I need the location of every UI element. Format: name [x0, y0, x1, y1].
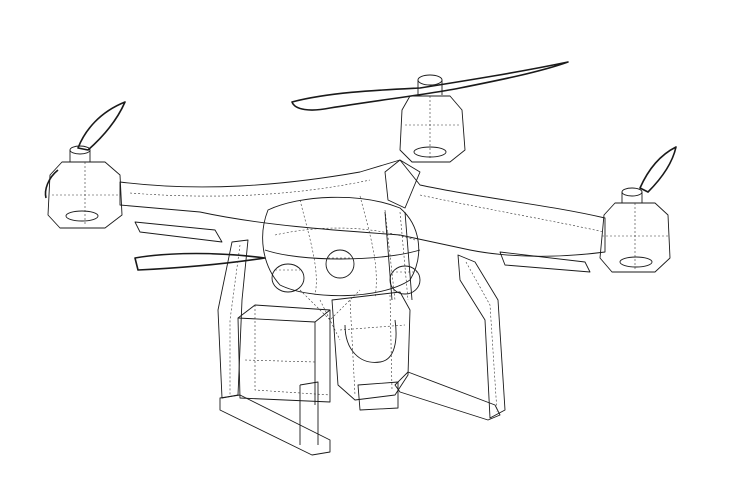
right-motor	[599, 187, 671, 273]
gimbal-motors	[271, 249, 421, 295]
arms	[119, 159, 606, 273]
center-frame-lines	[299, 209, 413, 341]
rear-right-motor	[399, 74, 466, 163]
battery-box	[237, 304, 331, 405]
camera-gimbal	[331, 291, 411, 411]
left-motor	[47, 145, 123, 229]
left-landing-leg	[217, 239, 331, 456]
right-landing-leg	[394, 254, 506, 421]
rear-right-propeller	[291, 61, 569, 111]
left-propeller	[44, 101, 126, 199]
right-propeller	[639, 146, 677, 193]
body-shell	[262, 195, 421, 299]
